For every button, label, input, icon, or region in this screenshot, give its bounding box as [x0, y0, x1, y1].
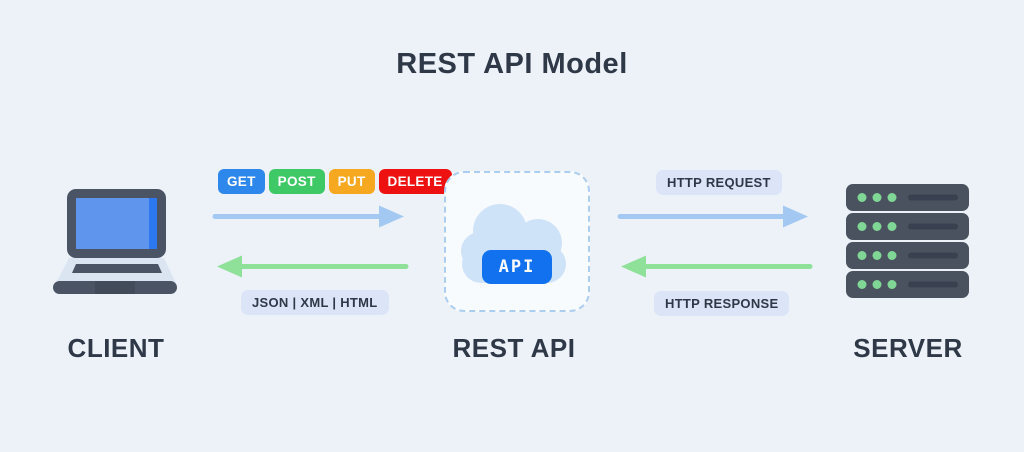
response-formats-pill: JSON | XML | HTML [241, 290, 389, 315]
request-arrow-api-to-server [617, 205, 808, 228]
rest-api-label: REST API [452, 333, 576, 363]
method-badge-get: GET [218, 169, 265, 194]
server-label: SERVER [853, 333, 963, 363]
rest-api-box: API [444, 171, 590, 312]
http-methods-row: GET POST PUT DELETE [218, 169, 452, 194]
response-arrow-server-to-api [621, 255, 813, 278]
http-response-pill: HTTP RESPONSE [654, 291, 790, 316]
method-badge-put: PUT [328, 169, 375, 194]
request-arrow-client-to-api [212, 205, 404, 228]
method-badge-post: POST [268, 169, 325, 194]
server-rack-icon [846, 184, 969, 298]
response-arrow-api-to-client [217, 255, 409, 278]
api-badge: API [482, 250, 552, 284]
http-request-pill: HTTP REQUEST [656, 170, 782, 195]
diagram-title: REST API Model [396, 48, 628, 80]
method-badge-delete: DELETE [378, 169, 452, 194]
laptop-icon [53, 189, 177, 294]
client-label: CLIENT [67, 333, 165, 363]
